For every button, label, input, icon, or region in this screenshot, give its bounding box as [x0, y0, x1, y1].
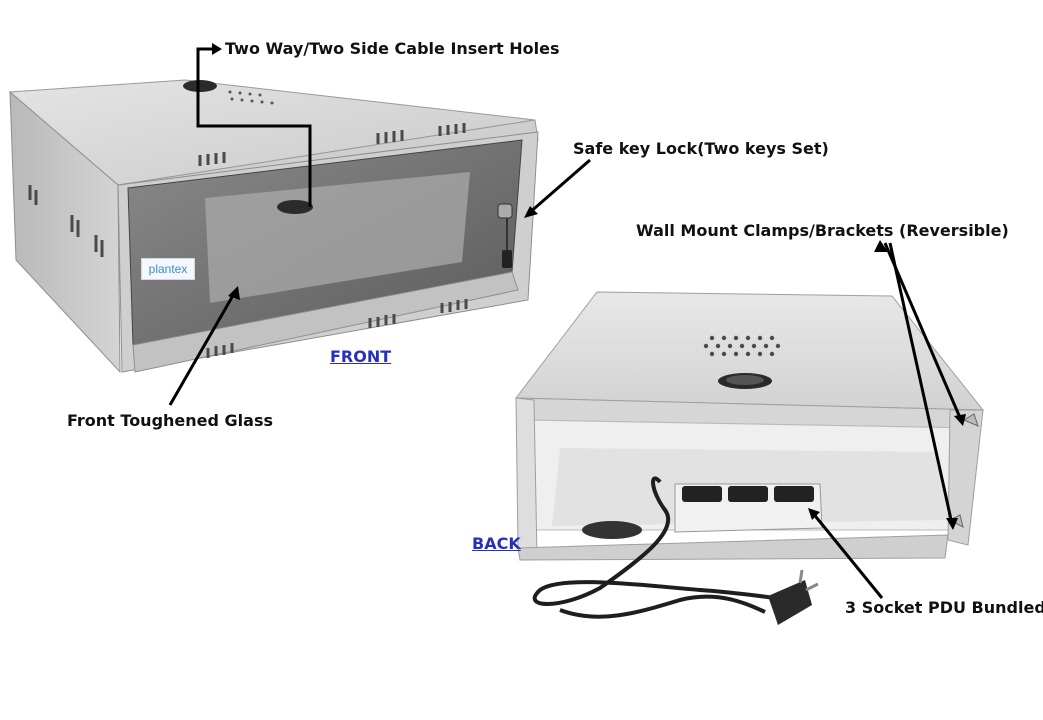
label-cable-insert-holes: Two Way/Two Side Cable Insert Holes	[225, 39, 560, 58]
callout-pdu	[810, 511, 884, 599]
callout-clamps-b	[888, 242, 954, 525]
label-safe-key-lock: Safe key Lock(Two keys Set)	[573, 139, 829, 158]
callout-key-lock	[527, 158, 591, 216]
back-link[interactable]: BACK	[472, 534, 521, 553]
callout-lines	[168, 47, 963, 599]
brand-logo: plantex	[141, 258, 195, 280]
callout-arrowheads	[212, 43, 966, 530]
callout-front-glass	[168, 291, 237, 406]
label-pdu: 3 Socket PDU Bundled	[845, 598, 1043, 617]
label-wall-mount-clamps: Wall Mount Clamps/Brackets (Reversible)	[636, 221, 1009, 240]
back-cabinet	[515, 291, 985, 625]
front-cabinet	[8, 79, 539, 374]
callout-cable-holes	[196, 47, 312, 207]
label-front-toughened-glass: Front Toughened Glass	[67, 411, 273, 430]
front-link[interactable]: FRONT	[330, 347, 392, 366]
